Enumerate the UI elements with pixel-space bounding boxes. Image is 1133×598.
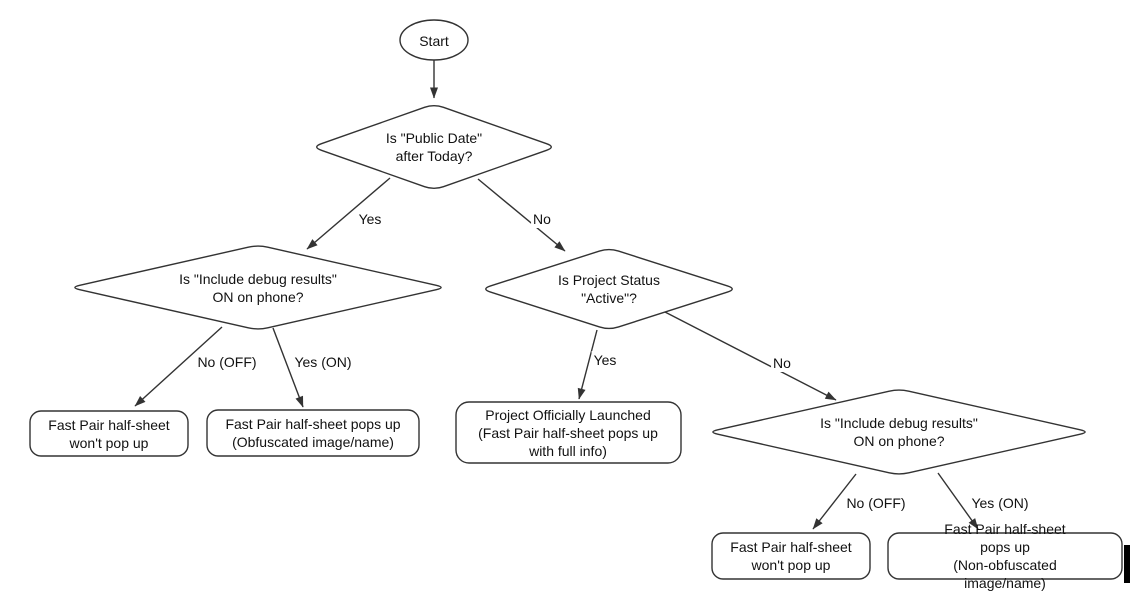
outcome-launched-label: Project Officially Launched (Fast Pair h… [478,407,658,459]
outcome-launched [455,401,682,464]
edge-public-date-no [477,178,566,252]
decision-project-status [485,248,733,330]
edge-label-debug-left-no-off: No (OFF) [195,353,259,371]
edge-label-debug-left-yes-on: Yes (ON) [292,353,354,371]
edge-label-public-date-yes: Yes [356,210,384,228]
text-cursor-bar [1124,545,1130,583]
edge-public-date-yes [306,177,391,250]
start-label: Start [419,33,449,49]
edge-debug-right-yes-on [937,472,979,530]
edge-label-project-status-no: No [771,354,793,372]
edge-project-status-no [664,311,837,401]
decision-public-date [316,104,552,190]
edge-debug-right-no-off [812,473,857,530]
outcome-non-obfuscated-label: Fast Pair half-sheet pops up (Non-obfusc… [944,521,1066,591]
outcome-obfuscated [206,409,420,457]
decision-debug-right-label: Is "Include debug results" ON on phone? [820,415,978,449]
edge-debug-left-yes-on [272,327,304,408]
edge-debug-left-no-off [134,326,223,407]
decision-debug-left [74,245,442,330]
outcome-no-popup-left [29,410,189,457]
outcome-no-popup-right-label: Fast Pair half-sheet won't pop up [730,539,852,573]
decision-project-status-label: Is Project Status "Active"? [558,272,660,306]
edge-label-project-status-yes: Yes [591,351,619,369]
outcome-no-popup-left-label: Fast Pair half-sheet won't pop up [48,417,170,451]
decision-public-date-label: Is "Public Date" after Today? [385,130,483,164]
outcome-no-popup-right [711,532,871,580]
edge-project-status-yes [577,329,598,400]
start-node [399,19,469,61]
edge-label-public-date-no: No [531,210,553,228]
decision-debug-right [712,389,1086,475]
edge-label-debug-right-no-off: No (OFF) [844,494,908,512]
decision-debug-left-label: Is "Include debug results" ON on phone? [179,271,337,305]
edge-label-debug-right-yes-on: Yes (ON) [969,494,1031,512]
outcome-non-obfuscated [887,532,1123,580]
outcome-obfuscated-label: Fast Pair half-sheet pops up (Obfuscated… [225,416,401,450]
